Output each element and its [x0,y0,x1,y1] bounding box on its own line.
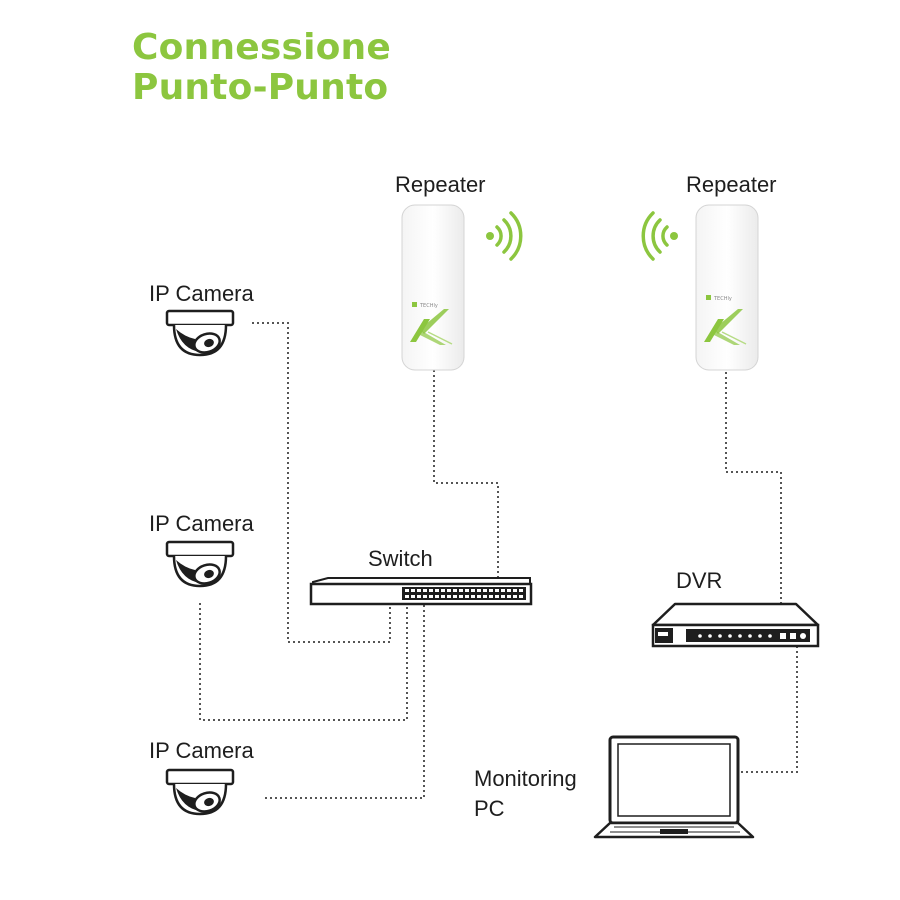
diagram-title: Connessione Punto-Punto [132,28,391,108]
repeater-right-brand: TECHly [713,296,732,302]
repeater-left-brand: TECHly [419,303,438,309]
ip-camera-3-label: IP Camera [149,738,254,763]
connection-dvr-repeater-right [725,370,782,604]
dvr-icon [651,602,820,648]
repeater-right-device: TECHly [695,204,759,371]
diagram-title-line1: Connessione [132,27,391,68]
repeater-right-label: Repeater [686,172,777,197]
connection-switch-repeater-left [433,370,499,578]
ip-camera-2-label: IP Camera [149,511,254,536]
repeater-left-logo-icon [410,309,453,345]
ip-camera-1-icon [165,309,235,357]
dvr-label: DVR [676,568,723,593]
repeater-left-device: TECHly [401,204,465,371]
wifi-signal-left-icon [641,211,678,261]
diagram-title-line2: Punto-Punto [132,67,389,108]
laptop-icon [593,735,755,839]
repeater-left-label: Repeater [395,172,486,197]
network-switch-icon [309,577,533,606]
wifi-signal-right-icon [486,211,523,261]
ip-camera-2-icon [165,540,235,588]
monitoring-pc-label-line2: PC [474,796,505,821]
connection-lines [199,322,798,799]
monitoring-pc-label-line1: Monitoring [474,766,577,791]
ip-camera-3-icon [165,768,235,816]
repeater-right-logo-icon [704,309,747,345]
ip-camera-1-label: IP Camera [149,281,254,306]
connection-dvr-pc [738,646,798,773]
connection-camera1-switch [252,322,391,643]
connection-camera2-switch [199,603,408,721]
switch-label: Switch [368,546,433,571]
